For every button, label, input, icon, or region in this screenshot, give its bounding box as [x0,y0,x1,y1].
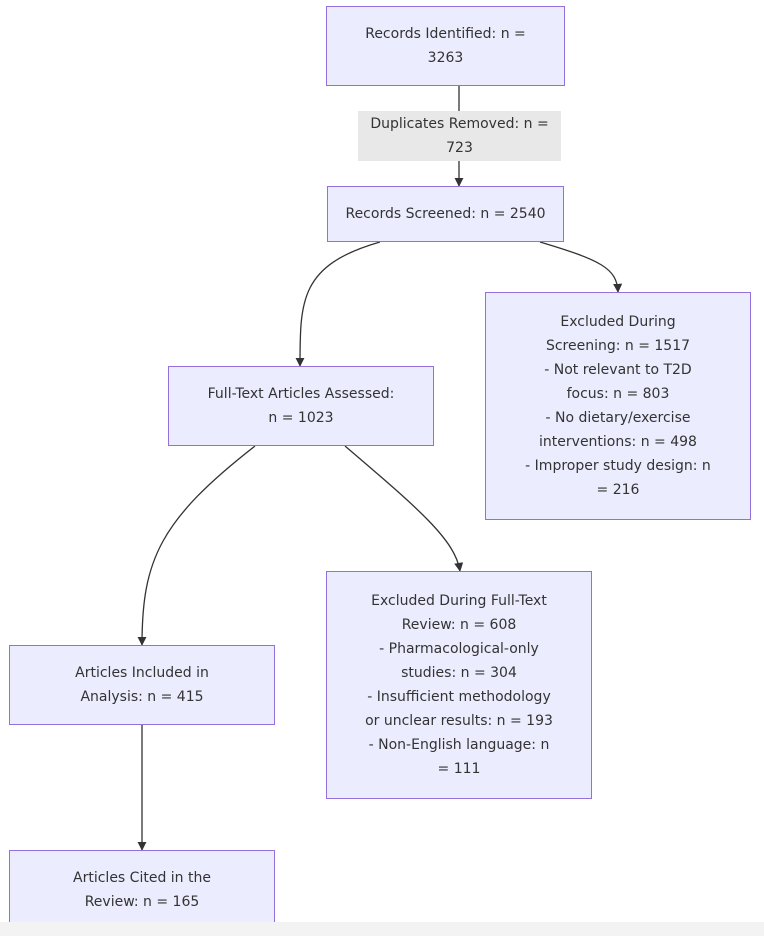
edge-screened-to-excluded-screening [539,241,623,293]
duplicates-removed-label: Duplicates Removed: n = 723 [358,111,561,161]
text-line: Articles Cited in the [73,870,211,886]
text-line: - Not relevant to T2D [544,362,692,378]
edge-screened-to-fulltext [295,241,381,367]
text-line: 723 [446,140,473,156]
text-line: focus: n = 803 [566,386,670,402]
text-line: - No dietary/exercise [545,410,691,426]
text-line: n = 1023 [268,410,334,426]
text-line: Records Screened: n = 2540 [345,206,546,222]
text-line: Records Identified: n = [365,26,526,42]
text-line: - Non-English language: n [368,737,550,753]
node-text: Duplicates Removed: n = 723 [370,112,548,160]
node-text: Full-Text Articles Assessed: n = 1023 [208,382,395,430]
text-line: or unclear results: n = 193 [365,713,553,729]
text-line: Excluded During [560,314,676,330]
text-line: Duplicates Removed: n = [370,116,549,132]
text-line: Excluded During Full-Text [371,593,547,609]
text-line: = 216 [596,482,640,498]
text-line: - Improper study design: n [525,458,711,474]
edge-fulltext-to-included [137,445,256,646]
node-text: Articles Included in Analysis: n = 415 [75,661,209,709]
text-line: Articles Included in [75,665,209,681]
text-line: Review: n = 165 [84,894,200,910]
edge-fulltext-to-excluded-fulltext [344,445,464,572]
text-line: = 111 [437,761,481,777]
text-line: - Insufficient methodology [367,689,551,705]
text-line: Screening: n = 1517 [545,338,691,354]
bottom-edge-strip [0,922,764,936]
text-line: interventions: n = 498 [539,434,697,450]
articles-included-node: Articles Included in Analysis: n = 415 [9,645,275,725]
node-text: Records Identified: n = 3263 [365,22,526,70]
node-text: Records Screened: n = 2540 [345,202,545,226]
text-line: Analysis: n = 415 [80,689,204,705]
text-line: 3263 [427,50,464,66]
fulltext-articles-assessed-node: Full-Text Articles Assessed: n = 1023 [168,366,434,446]
records-identified-node: Records Identified: n = 3263 [326,6,565,86]
text-line: - Pharmacological-only [379,641,539,657]
records-screened-node: Records Screened: n = 2540 [327,186,564,242]
text-line: studies: n = 304 [401,665,517,681]
text-line: Full-Text Articles Assessed: [207,386,395,402]
text-line: Review: n = 608 [401,617,517,633]
